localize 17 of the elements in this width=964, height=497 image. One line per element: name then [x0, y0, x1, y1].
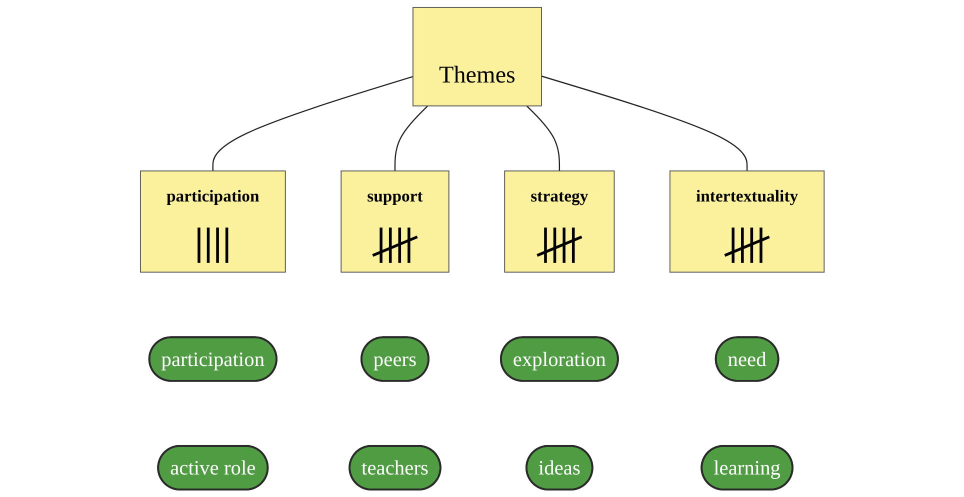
note-box: support — [340, 170, 450, 273]
note-box: learning — [700, 444, 794, 490]
connector-line — [526, 105, 560, 171]
note-box: ideas — [525, 444, 593, 490]
note-box: peers — [360, 336, 430, 382]
note-box: participation — [148, 336, 278, 382]
note-box: exploration — [500, 336, 619, 382]
note-box: strategy — [504, 170, 614, 273]
connector-line — [212, 76, 413, 171]
note-box: participation — [140, 170, 286, 273]
connector-line — [394, 105, 428, 171]
note-box: teachers — [348, 444, 442, 490]
connector-line — [540, 76, 748, 171]
note-box: active role — [156, 444, 268, 490]
note-box: need — [714, 336, 779, 382]
note-box: Themes — [412, 6, 542, 106]
note-box: intertextuality — [669, 170, 824, 273]
